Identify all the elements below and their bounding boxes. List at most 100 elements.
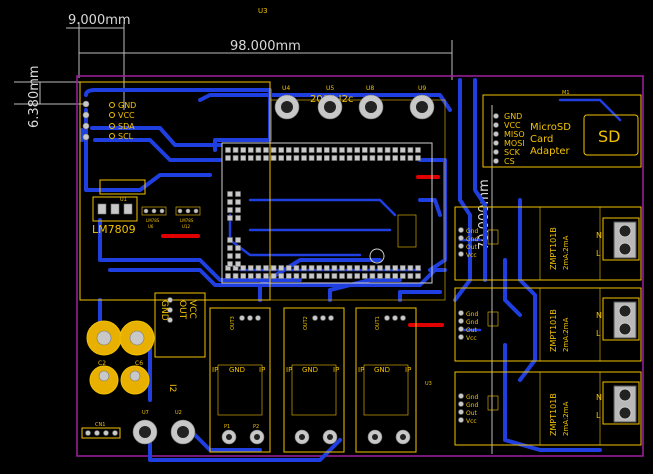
mcu-pin[interactable] bbox=[270, 265, 277, 271]
mcu-pin[interactable] bbox=[232, 273, 239, 279]
mcu-pin[interactable] bbox=[225, 155, 231, 161]
mounting-holes-bottom[interactable] bbox=[132, 419, 196, 445]
mcu-pin[interactable] bbox=[235, 191, 241, 197]
mcu-pin[interactable] bbox=[285, 147, 292, 153]
mcu-pin[interactable] bbox=[263, 147, 269, 153]
mcu-pin[interactable] bbox=[323, 155, 330, 161]
connector-cn1[interactable] bbox=[81, 427, 121, 439]
mcu-pin[interactable] bbox=[384, 147, 391, 153]
mcu-pin[interactable] bbox=[293, 273, 300, 279]
mcu-pin[interactable] bbox=[369, 273, 376, 279]
mcu-pin[interactable] bbox=[384, 273, 391, 279]
mcu-pin[interactable] bbox=[392, 273, 399, 279]
regulator-pads[interactable] bbox=[97, 203, 133, 215]
mcu-pin[interactable] bbox=[227, 237, 233, 243]
mcu-pin[interactable] bbox=[316, 155, 323, 161]
mcu-pin[interactable] bbox=[399, 155, 406, 161]
sensor-3-terminal-block[interactable] bbox=[613, 385, 637, 423]
mcu-pin[interactable] bbox=[263, 273, 269, 279]
mcu-pin[interactable] bbox=[399, 273, 406, 279]
sensor-3-pins[interactable] bbox=[458, 393, 464, 423]
mcu-pin[interactable] bbox=[240, 155, 246, 161]
mcu-pin[interactable] bbox=[301, 273, 307, 279]
current-sensor-headers[interactable] bbox=[239, 315, 406, 321]
mcu-pin[interactable] bbox=[278, 147, 285, 153]
mcu-pin[interactable] bbox=[369, 147, 376, 153]
mcu-pin[interactable] bbox=[339, 147, 345, 153]
mcu-pin[interactable] bbox=[308, 147, 315, 153]
mcu-pin[interactable] bbox=[227, 245, 233, 251]
mcu-pin[interactable] bbox=[227, 253, 233, 259]
current-sensor-screw-pads[interactable] bbox=[221, 429, 411, 445]
mcu-pin[interactable] bbox=[377, 273, 383, 279]
mcu-pin[interactable] bbox=[232, 147, 239, 153]
mcu-pin[interactable] bbox=[225, 147, 231, 153]
mcu-pin[interactable] bbox=[293, 147, 300, 153]
mcu-pin[interactable] bbox=[331, 273, 338, 279]
lcd-mounting-holes[interactable] bbox=[274, 94, 435, 120]
mcu-pin[interactable] bbox=[392, 147, 399, 153]
mcu-pin[interactable] bbox=[384, 155, 391, 161]
mini-regulators[interactable] bbox=[141, 206, 201, 216]
sensor-2-terminal-block[interactable] bbox=[613, 301, 637, 339]
mcu-pin[interactable] bbox=[308, 155, 315, 161]
mcu-pin[interactable] bbox=[392, 155, 399, 161]
mcu-pin[interactable] bbox=[270, 147, 277, 153]
mcu-pin[interactable] bbox=[293, 265, 300, 271]
mcu-pin[interactable] bbox=[415, 147, 421, 153]
mcu-pin[interactable] bbox=[354, 273, 361, 279]
sensor-2-pins[interactable] bbox=[458, 310, 464, 340]
mcu-pin[interactable] bbox=[235, 245, 241, 251]
mcu-pin[interactable] bbox=[377, 147, 383, 153]
mcu-pin[interactable] bbox=[323, 265, 330, 271]
mcu-pin[interactable] bbox=[323, 273, 330, 279]
mcu-pin[interactable] bbox=[235, 237, 241, 243]
mcu-pin[interactable] bbox=[407, 273, 414, 279]
mcu-pin[interactable] bbox=[278, 265, 285, 271]
mcu-pin[interactable] bbox=[227, 191, 233, 197]
mcu-pin[interactable] bbox=[415, 273, 421, 279]
mcu-pin[interactable] bbox=[331, 155, 338, 161]
mcu-pin[interactable] bbox=[235, 253, 241, 259]
mcu-pin[interactable] bbox=[301, 155, 307, 161]
mcu-pin[interactable] bbox=[384, 265, 391, 271]
power-block-pins[interactable] bbox=[167, 297, 173, 323]
mcu-pin[interactable] bbox=[316, 265, 323, 271]
mcu-pin[interactable] bbox=[263, 155, 269, 161]
mcu-pin[interactable] bbox=[361, 155, 368, 161]
mcu-pin[interactable] bbox=[415, 265, 421, 271]
mcu-pin[interactable] bbox=[308, 265, 315, 271]
mcu-pin[interactable] bbox=[361, 273, 368, 279]
mcu-pin[interactable] bbox=[285, 155, 292, 161]
mcu-pin[interactable] bbox=[399, 265, 406, 271]
mcu-pin[interactable] bbox=[301, 265, 307, 271]
mcu-pin[interactable] bbox=[369, 265, 376, 271]
mcu-pin[interactable] bbox=[240, 265, 246, 271]
mcu-pin[interactable] bbox=[227, 261, 233, 267]
mcu-pin[interactable] bbox=[354, 265, 361, 271]
mcu-pin[interactable] bbox=[270, 273, 277, 279]
mcu-pin[interactable] bbox=[248, 265, 254, 271]
mcu-pin[interactable] bbox=[278, 155, 285, 161]
sensor-1-terminal-block[interactable] bbox=[613, 221, 637, 259]
mcu-pin[interactable] bbox=[227, 215, 233, 221]
mcu-pin[interactable] bbox=[301, 147, 307, 153]
mcu-pin[interactable] bbox=[248, 147, 254, 153]
mcu-pin[interactable] bbox=[248, 273, 254, 279]
mcu-pin[interactable] bbox=[407, 147, 414, 153]
mcu-pin[interactable] bbox=[339, 155, 345, 161]
mcu-pin[interactable] bbox=[346, 155, 353, 161]
mcu-pin[interactable] bbox=[354, 155, 361, 161]
mcu-pin[interactable] bbox=[235, 207, 241, 213]
mcu-pin[interactable] bbox=[346, 273, 353, 279]
mcu-pin[interactable] bbox=[346, 265, 353, 271]
mcu-pin[interactable] bbox=[255, 273, 262, 279]
mcu-pin[interactable] bbox=[278, 273, 285, 279]
mcu-pin[interactable] bbox=[255, 147, 262, 153]
mcu-pin[interactable] bbox=[331, 147, 338, 153]
mcu-pin[interactable] bbox=[399, 147, 406, 153]
i2c-header[interactable] bbox=[82, 100, 115, 141]
mcu-pin[interactable] bbox=[248, 155, 254, 161]
mcu-pin[interactable] bbox=[232, 155, 239, 161]
mcu-pin-rows[interactable] bbox=[225, 147, 421, 279]
